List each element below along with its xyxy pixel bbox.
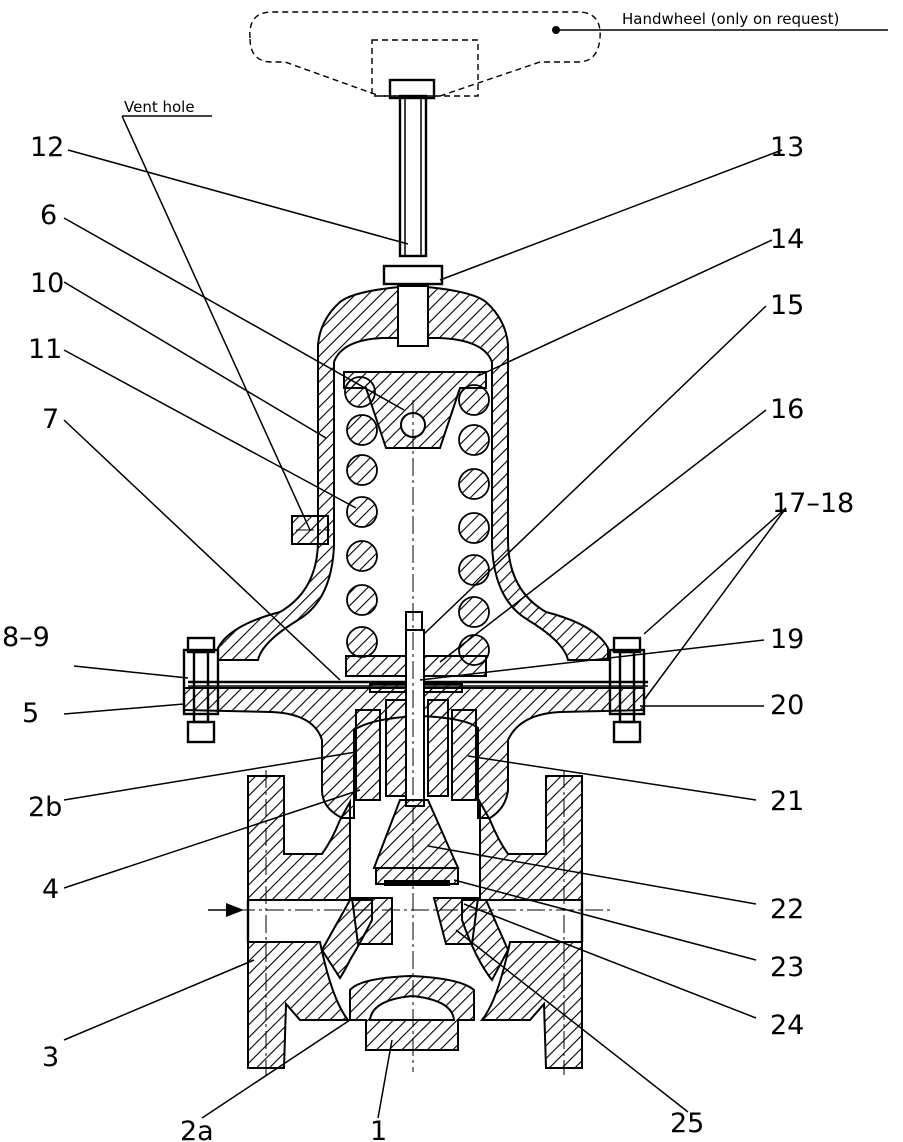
label-17-18: 17–18 bbox=[772, 488, 854, 519]
adjusting-screw bbox=[388, 78, 436, 258]
label-13: 13 bbox=[770, 132, 804, 163]
label-20: 20 bbox=[770, 690, 804, 721]
valve-plug bbox=[372, 799, 460, 869]
label-25: 25 bbox=[670, 1108, 704, 1139]
handwheel bbox=[249, 11, 601, 97]
label-24: 24 bbox=[770, 1010, 804, 1041]
right-bolt bbox=[608, 636, 646, 744]
stem-guide bbox=[355, 629, 477, 807]
label-2a: 2a bbox=[180, 1116, 214, 1142]
label-22: 22 bbox=[770, 894, 804, 925]
label-15: 15 bbox=[770, 290, 804, 321]
label-19: 19 bbox=[770, 624, 804, 655]
left-bolt bbox=[182, 636, 220, 744]
label-10: 10 bbox=[30, 268, 64, 299]
label-23: 23 bbox=[770, 952, 804, 983]
label-14: 14 bbox=[770, 224, 804, 255]
label-21: 21 bbox=[770, 786, 804, 817]
label-4: 4 bbox=[42, 874, 59, 905]
label-7: 7 bbox=[42, 404, 59, 435]
spring-coil bbox=[344, 376, 490, 666]
label-3: 3 bbox=[42, 1042, 59, 1073]
label-16: 16 bbox=[770, 394, 804, 425]
leader-lines bbox=[63, 29, 888, 1119]
label-8-9: 8–9 bbox=[2, 622, 50, 653]
label-6: 6 bbox=[40, 200, 57, 231]
valve-seat bbox=[350, 897, 393, 945]
label-11: 11 bbox=[28, 334, 62, 365]
valve-body bbox=[246, 775, 584, 1069]
label-5: 5 bbox=[22, 698, 39, 729]
label-2b: 2b bbox=[28, 792, 62, 823]
label-1: 1 bbox=[370, 1116, 387, 1142]
label-12: 12 bbox=[30, 132, 64, 163]
lock-nut bbox=[382, 264, 444, 286]
vent-hole-note: Vent hole bbox=[124, 98, 195, 116]
handwheel-note: Handwheel (only on request) bbox=[622, 10, 839, 28]
